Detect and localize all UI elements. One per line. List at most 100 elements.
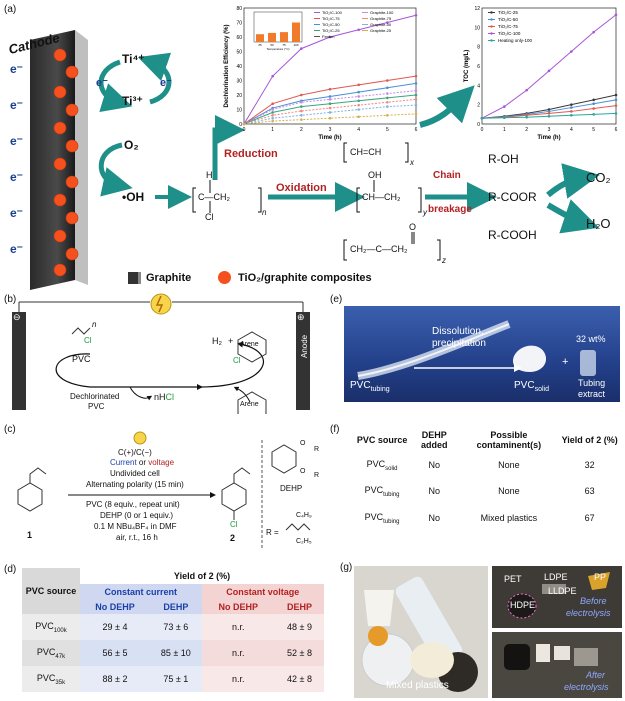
arene-label-bottom: Arene <box>240 401 259 408</box>
co2-label: CO₂ <box>586 170 611 185</box>
y-tick-label: 70 <box>236 21 242 27</box>
cell-value: n.r. <box>201 640 275 666</box>
legend-label: TiO₂/C-25 <box>322 28 340 33</box>
extract-label-1: Tubing <box>578 378 606 388</box>
panel-e-photo: Dissolution, precipitation PVCtubing PVC… <box>344 306 620 402</box>
x-tick-label: 1 <box>503 127 506 133</box>
data-point <box>328 111 332 114</box>
tubing-label: PVCtubing <box>350 380 390 393</box>
data-point <box>328 98 332 101</box>
plus-sign: + <box>228 336 234 346</box>
condition-1: Undivided cell <box>110 469 160 478</box>
pvc-backbone: C—CH₂ <box>198 192 230 202</box>
data-point <box>271 108 274 111</box>
data-point <box>570 110 573 113</box>
y-tick-label: 50 <box>236 50 242 56</box>
data-point <box>271 102 274 105</box>
cell-source-text: PVC <box>364 484 384 495</box>
yield-header: Yield of 2 (%) <box>173 571 231 581</box>
cell-source-sub: solid <box>385 465 398 472</box>
cell-dehp: No <box>428 513 441 523</box>
reduction-label: Reduction <box>224 148 278 160</box>
or-label: or <box>138 458 147 467</box>
col-dehp-added: DEHP added <box>421 430 448 450</box>
pvc-solid-image <box>512 345 547 372</box>
mixed-plastics-label: Mixed plastics <box>386 680 449 691</box>
after-label-1: After <box>586 670 606 680</box>
data-point <box>547 114 551 118</box>
solid-label: PVCsolid <box>514 380 549 393</box>
current-label: Current <box>110 458 137 467</box>
legend-label: Graphite-25 <box>370 28 392 33</box>
current-voltage-label: Current or voltage <box>110 458 174 467</box>
plot-frame <box>243 7 417 125</box>
data-point <box>525 114 528 117</box>
col-yield: Yield of 2 (%) <box>561 435 618 445</box>
before-electrolysis-photo: PET LDPE LLDPE HDPE PP Before electrolys… <box>492 566 622 628</box>
x-tick-label: 5 <box>592 127 595 133</box>
dechlorinated-label-2: PVC <box>88 402 105 411</box>
panel-b-scheme <box>12 293 310 414</box>
cathode-label: Cathode <box>5 339 14 370</box>
ti4-label: Ti⁴⁺ <box>122 52 145 66</box>
electron-label: e⁻ <box>10 206 24 220</box>
data-point <box>414 112 418 116</box>
data-point <box>570 114 573 117</box>
legend-label: Heating only-100 <box>498 38 533 43</box>
cell-dehp: No <box>428 460 441 470</box>
col-no-dehp-current: No DEHP <box>80 600 151 614</box>
inset-tick-label: 75 <box>282 43 286 47</box>
legend-label: TiO₂/C-100 <box>498 31 521 36</box>
oxidized-oh: OH <box>368 170 382 180</box>
data-point <box>414 98 418 101</box>
data-point <box>357 28 360 32</box>
data-point <box>328 87 332 91</box>
cell-value: 56 ± 5 <box>80 640 151 666</box>
c2h5-label: C₂H₅ <box>296 538 312 545</box>
dehp-ring <box>271 444 297 474</box>
y-tick-label: 40 <box>236 64 242 70</box>
legend-marker <box>490 32 493 35</box>
product-rcooh: R-COOH <box>488 228 537 242</box>
inset-tick-label: 50 <box>270 43 274 47</box>
yellow-lid-image <box>410 642 454 678</box>
data-point <box>592 30 595 34</box>
y-tick-label: 12 <box>474 6 480 12</box>
legend-label: TiO₂/C-50 <box>322 22 340 27</box>
data-point <box>328 116 332 120</box>
legend-label: TiO₂/C-50 <box>498 17 518 22</box>
electron-label: e⁻ <box>10 134 24 148</box>
pp-fragment <box>588 572 610 590</box>
nhcl-label: nHCl <box>154 392 175 402</box>
data-point <box>525 88 528 92</box>
dehp-r-2: R <box>314 472 320 479</box>
pvc-n: n <box>262 208 267 217</box>
to-toc-arrow <box>419 85 475 128</box>
cathode-bar <box>12 312 26 410</box>
data-point <box>614 93 618 97</box>
cell-source: PVCtubing <box>354 478 410 504</box>
y-tick-label: 0 <box>239 122 242 128</box>
reagent-3: 0.1 M NBu₄BF₄ in DMF <box>94 522 177 531</box>
r-equals-label: R = <box>266 528 279 537</box>
tubing-label-sub: tubing <box>370 386 390 393</box>
y-tick-label: 10 <box>474 25 480 31</box>
cup-image <box>364 590 394 626</box>
compound-2-cl: Cl <box>230 520 238 529</box>
arene-ring-bottom <box>237 391 267 414</box>
x-tick-label: 2 <box>300 127 303 133</box>
hdpe-label: HDPE <box>510 600 536 610</box>
panel-c: (c) C(+)/C(−) Current or voltage Undivid… <box>0 420 325 560</box>
electron-label: e⁻ <box>10 242 24 256</box>
constant-voltage-header: Constant voltage <box>201 584 324 600</box>
x-tick-label: 6 <box>415 127 418 133</box>
y-axis-label: Dechlorination Efficiency (%) <box>224 24 230 107</box>
ti-cycle-arrow-right <box>137 52 172 105</box>
dissolution-label-2: precipitation <box>432 338 486 349</box>
h2-label: H₂ <box>212 336 222 346</box>
compound-1-label: 1 <box>27 530 33 540</box>
col-contaminants: Possible contaminent(s) <box>476 430 542 450</box>
oxidized-y: y <box>423 208 427 217</box>
data-point <box>271 111 274 114</box>
product-roh: R-OH <box>488 152 519 166</box>
